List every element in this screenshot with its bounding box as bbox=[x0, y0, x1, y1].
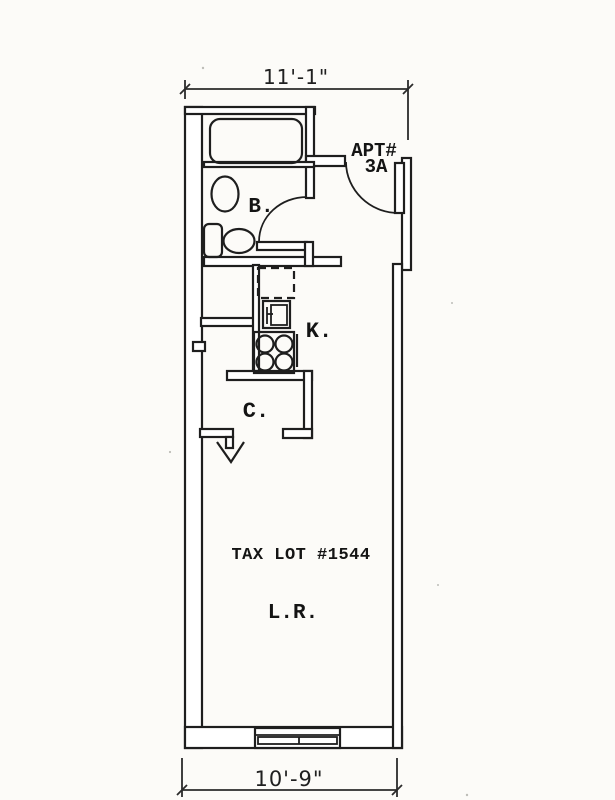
dim-top-tick-right bbox=[402, 83, 414, 95]
bathroom-wall-connector bbox=[303, 240, 315, 268]
closet-top-wall bbox=[199, 316, 256, 328]
bathroom-door-swing-arc bbox=[258, 196, 308, 243]
stove bbox=[252, 330, 296, 375]
tax-lot-label: TAX LOT #1544 bbox=[231, 546, 370, 565]
entry-door-leaf bbox=[393, 161, 406, 215]
bathroom: B. bbox=[202, 117, 308, 259]
bathtub bbox=[208, 117, 304, 165]
entry: APT# 3A bbox=[345, 140, 406, 215]
bathroom-bottom-wall-lower bbox=[202, 255, 343, 268]
refrigerator bbox=[256, 266, 296, 300]
dimension-bottom: 10'-9" bbox=[176, 758, 403, 797]
closet-stub-right bbox=[281, 427, 314, 440]
scan-speck bbox=[465, 793, 469, 797]
closet-label: C. bbox=[243, 399, 269, 424]
bathroom-label: B. bbox=[248, 196, 273, 219]
bathroom-bottom-wall-upper bbox=[255, 240, 309, 252]
walls bbox=[183, 105, 413, 750]
dim-bottom-tick-left bbox=[176, 784, 188, 796]
dim-bottom-label: 10'-9" bbox=[254, 767, 323, 791]
kitchen: K. bbox=[252, 266, 332, 375]
entry-door-swing-arc bbox=[345, 161, 399, 214]
scan-speck bbox=[168, 450, 172, 454]
dim-bottom-tick-right bbox=[391, 784, 403, 796]
closet-door-mark bbox=[216, 441, 245, 464]
window-frame bbox=[253, 726, 342, 750]
stove-burner-2 bbox=[274, 334, 294, 354]
toilet-bowl bbox=[222, 227, 256, 255]
stove-burner-4 bbox=[274, 352, 294, 372]
closet-stub-left-hook bbox=[224, 435, 235, 450]
closet: C. bbox=[216, 399, 269, 464]
right-wall-lower bbox=[391, 262, 404, 750]
living-room: TAX LOT #1544 L.R. bbox=[231, 546, 370, 750]
scan-noise bbox=[168, 66, 469, 797]
bathroom-right-wall bbox=[304, 105, 316, 200]
closet-stub-left bbox=[198, 427, 235, 439]
dim-top-label: 11'-1" bbox=[263, 65, 329, 89]
window bbox=[253, 726, 342, 750]
kitchen-sink-counter bbox=[261, 299, 292, 330]
toilet-tank bbox=[202, 222, 224, 259]
scan-speck bbox=[201, 66, 205, 70]
living-room-label: L.R. bbox=[268, 602, 318, 625]
apt-label-line2: 3A bbox=[365, 156, 388, 178]
bathroom-sink bbox=[210, 175, 240, 213]
dim-top-tick-left bbox=[179, 83, 191, 95]
scan-speck bbox=[437, 584, 439, 586]
top-wall bbox=[183, 105, 317, 116]
left-wall-notch bbox=[191, 340, 207, 353]
dimension-top: 11'-1" bbox=[179, 65, 414, 140]
kitchen-label: K. bbox=[306, 319, 332, 344]
left-wall bbox=[183, 105, 204, 750]
scan-speck bbox=[451, 302, 453, 304]
kitchen-sink-basin bbox=[270, 304, 288, 326]
window-sash bbox=[257, 736, 338, 745]
apt-label-line1: APT# bbox=[351, 140, 397, 162]
stove-burner-3 bbox=[255, 352, 275, 372]
